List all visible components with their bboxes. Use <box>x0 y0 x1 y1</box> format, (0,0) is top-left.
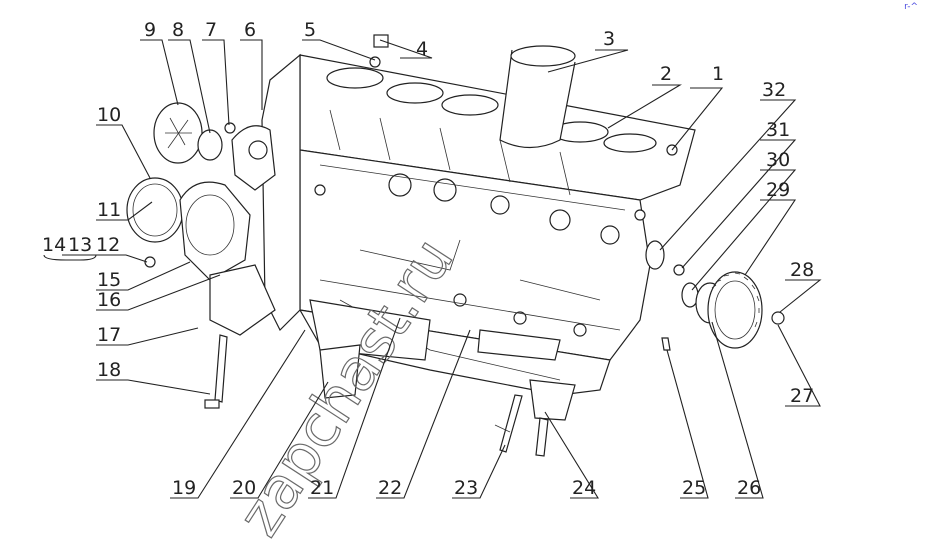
callout-13: 13 <box>68 234 92 256</box>
top-small-parts <box>369 34 389 68</box>
callout-12: 12 <box>96 234 120 256</box>
callout-23: 23 <box>454 477 478 499</box>
callout-17: 17 <box>97 324 121 346</box>
callout-20: 20 <box>232 477 256 499</box>
engine-block <box>261 53 696 396</box>
callout-1: 1 <box>712 63 724 85</box>
callout-5: 5 <box>304 19 316 41</box>
callout-14: 14 <box>42 234 66 256</box>
callout-22: 22 <box>378 477 402 499</box>
callout-30: 30 <box>766 149 790 171</box>
label-group-brace <box>43 254 97 261</box>
callout-3: 3 <box>603 28 615 50</box>
callout-labels: 1 2 3 4 5 6 7 8 9 10 11 12 13 14 15 16 1… <box>42 19 814 499</box>
callout-31: 31 <box>766 119 790 141</box>
corner-mark: r-^ <box>904 2 918 12</box>
callout-28: 28 <box>790 259 814 281</box>
callout-16: 16 <box>97 289 121 311</box>
callout-24: 24 <box>572 477 596 499</box>
callout-11: 11 <box>97 199 121 221</box>
callout-27: 27 <box>790 385 814 407</box>
callout-2: 2 <box>660 63 672 85</box>
callout-4: 4 <box>416 38 428 60</box>
callout-6: 6 <box>244 19 256 41</box>
callout-9: 9 <box>144 19 156 41</box>
callout-10: 10 <box>97 104 121 126</box>
front-components <box>126 102 276 409</box>
callout-15: 15 <box>97 269 121 291</box>
callout-19: 19 <box>172 477 196 499</box>
callout-25: 25 <box>682 477 706 499</box>
callout-8: 8 <box>172 19 184 41</box>
callout-18: 18 <box>97 359 121 381</box>
lower-components <box>309 299 671 457</box>
callout-7: 7 <box>205 19 217 41</box>
callout-29: 29 <box>766 179 790 201</box>
callout-26: 26 <box>737 477 761 499</box>
rear-gear-components <box>645 144 785 349</box>
leader-lines <box>62 39 822 499</box>
cylinder-liner <box>499 45 576 149</box>
callout-21: 21 <box>310 477 334 499</box>
callout-32: 32 <box>762 79 786 101</box>
